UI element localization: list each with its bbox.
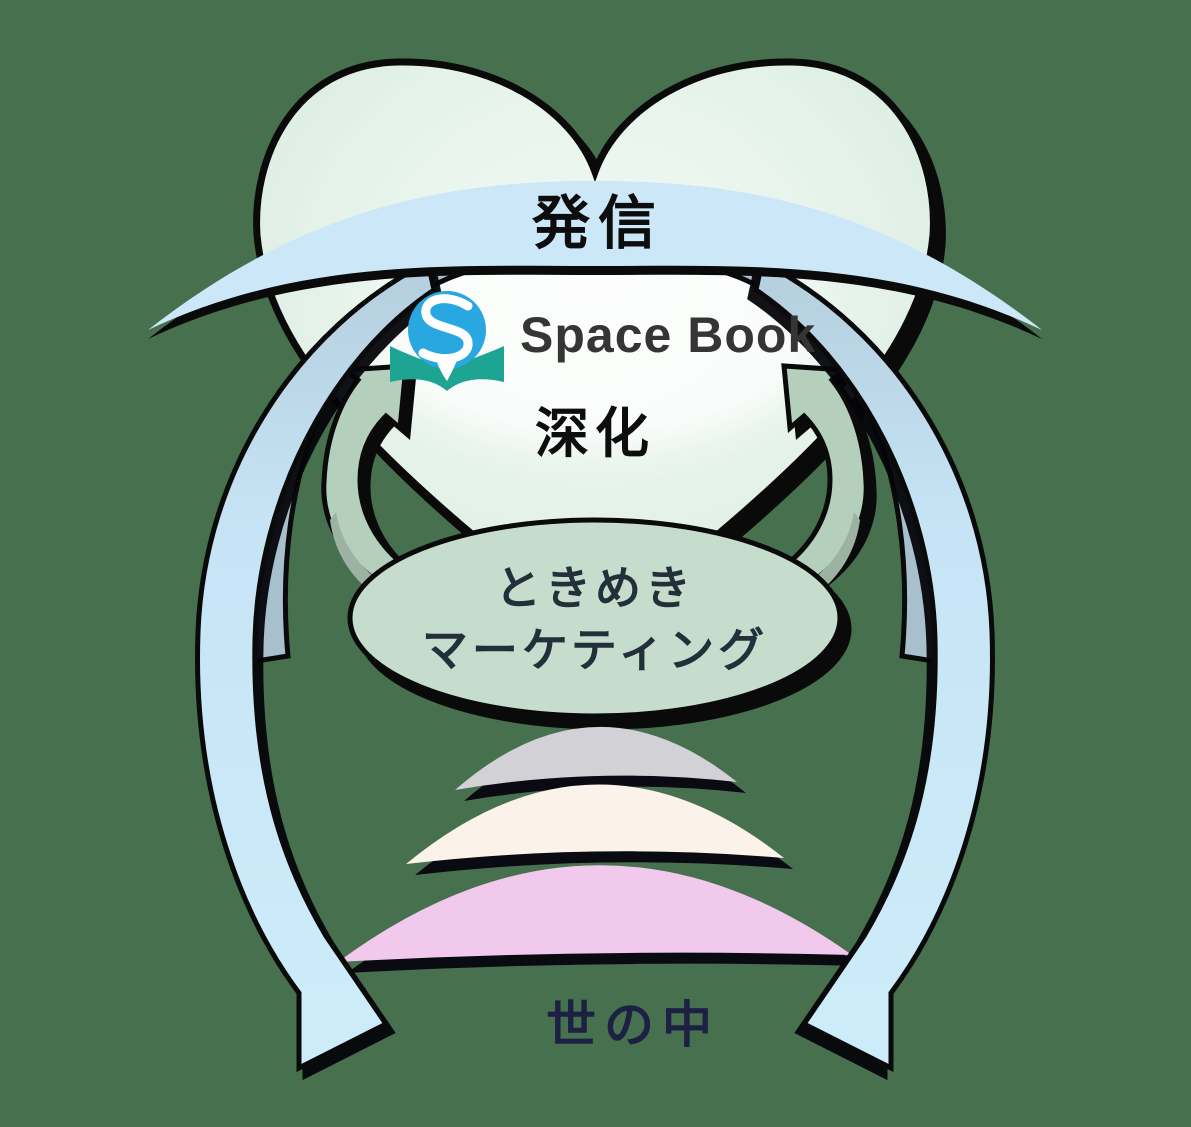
marketing-label-line1: ときめき (495, 562, 695, 614)
top-banner-ribbon (148, 181, 1042, 330)
brand-name: Space Book (520, 307, 816, 363)
side-arrow-left (195, 258, 437, 1073)
spacebook-logo-icon (390, 291, 504, 391)
banner-label: 発信 (532, 191, 664, 256)
arc-pink (338, 865, 852, 962)
logo-drip (434, 352, 460, 381)
heart-inner-glow (367, 216, 823, 448)
marketing-label-line2: マーケティング (422, 624, 768, 676)
book-icon (390, 346, 504, 391)
side-arrow-right (753, 258, 995, 1073)
marketing-ellipse (347, 517, 843, 719)
bottom-label: 世の中 (546, 997, 720, 1053)
heart-label: 深化 (535, 404, 655, 464)
arc-gray (455, 726, 737, 790)
arc-cream (406, 784, 784, 864)
